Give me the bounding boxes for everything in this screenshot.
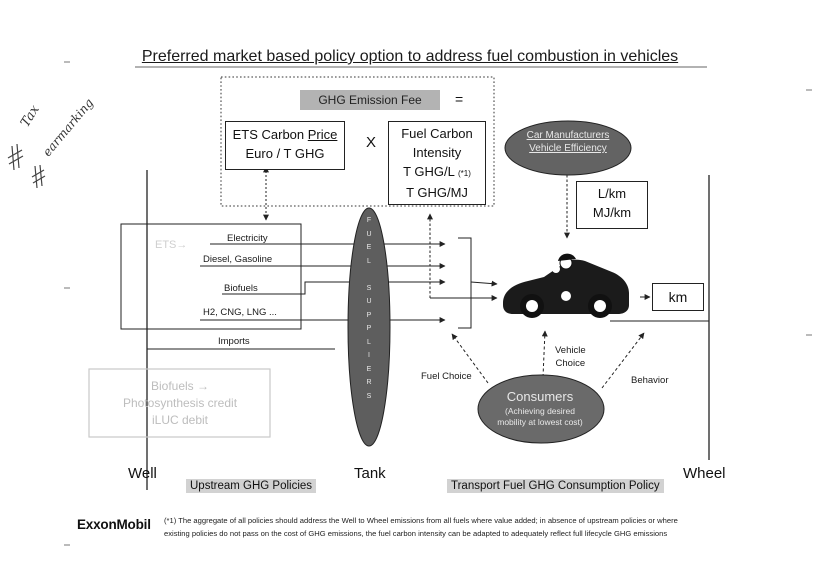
footnote-line1: (*1) The aggregate of all policies shoul… — [164, 516, 678, 525]
biofuels-credit-note: Biofuels → Photosynthesis credit iLUC de… — [92, 378, 268, 429]
car-manufacturers-ellipse — [504, 120, 632, 176]
ets-faint-label: ETS→ — [155, 239, 188, 251]
efficiency-unit-mjkm: MJ/km — [592, 205, 632, 220]
car-manufacturers-line2: Vehicle Efficiency — [529, 143, 607, 154]
consumers-ellipse — [477, 374, 605, 444]
km-box: km — [652, 283, 704, 311]
consumers-subtitle-line1: (Achieving desired — [505, 406, 575, 416]
fuel-choice-label: Fuel Choice — [421, 371, 472, 382]
tank-letter: R — [366, 379, 372, 386]
tank-letter: U — [366, 230, 372, 238]
exxonmobil-logo: ExxonMobil — [77, 517, 151, 532]
source-electricity: Electricity — [227, 233, 268, 244]
tank-letter: S — [366, 392, 372, 400]
fci-footnote-ref: (*1) — [458, 169, 471, 178]
well-label: Well — [128, 465, 157, 482]
car-manufacturers-label: Car Manufacturers Vehicle Efficiency — [506, 129, 630, 155]
consumers-subtitle: (Achieving desired mobility at lowest co… — [482, 406, 598, 428]
faded-line1: Biofuels → — [150, 379, 210, 393]
ets-line1-underlined: Price — [307, 127, 338, 142]
tank-letter: S — [366, 284, 372, 292]
source-biofuels: Biofuels — [224, 283, 258, 294]
car-icon — [503, 253, 629, 318]
vehicle-choice-line1: Vehicle — [555, 345, 586, 356]
source-imports: Imports — [218, 336, 250, 347]
fuel-suppliers-label: F U E L S U P P L I E R S — [362, 214, 376, 403]
tank-letter: I — [368, 352, 370, 359]
upstream-policies-label: Upstream GHG Policies — [186, 479, 317, 493]
faded-line2: Photosynthesis credit — [122, 396, 238, 410]
footnote: (*1) The aggregate of all policies shoul… — [164, 514, 804, 540]
consumers-title: Consumers — [506, 389, 574, 404]
tank-letter: P — [366, 325, 372, 332]
tank-letter — [362, 268, 376, 282]
fci-line4: T GHG/MJ — [406, 185, 468, 200]
source-h2-cng-lng: H2, CNG, LNG ... — [203, 307, 277, 318]
wheel-label: Wheel — [683, 465, 726, 482]
fci-line1: Fuel Carbon — [401, 126, 473, 141]
tank-letter: L — [367, 338, 371, 346]
tank-letter: U — [366, 298, 372, 305]
handwritten-marks — [7, 143, 46, 189]
tank-letter: F — [366, 217, 372, 224]
ets-line2: Euro / T GHG — [245, 146, 325, 161]
vehicle-choice-line2: Choice — [555, 358, 586, 369]
source-box — [120, 223, 302, 330]
tank-letter: E — [366, 365, 372, 373]
ghg-emission-fee-label: GHG Emission Fee — [300, 90, 440, 110]
ets-carbon-price-box: ETS Carbon Price Euro / T GHG — [225, 121, 345, 170]
faded-line3: iLUC debit — [151, 413, 209, 427]
equals-sign: = — [455, 91, 464, 107]
behavior-label: Behavior — [631, 375, 669, 386]
efficiency-unit-lkm: L/km — [597, 186, 627, 201]
tank-letter: L — [367, 257, 371, 265]
consumers-subtitle-line2: mobility at lowest cost) — [497, 417, 583, 427]
tank-letter: P — [366, 311, 372, 319]
fuel-carbon-intensity-box: Fuel Carbon Intensity T GHG/L (*1) T GHG… — [388, 121, 486, 205]
transport-policy-label: Transport Fuel GHG Consumption Policy — [447, 479, 664, 493]
source-diesel-gasoline: Diesel, Gasoline — [203, 254, 273, 265]
multiply-sign: X — [366, 134, 377, 151]
tank-letter: E — [366, 244, 372, 251]
efficiency-units-box: L/km MJ/km — [576, 181, 648, 229]
fci-line2: Intensity — [412, 145, 462, 160]
fuel-suppliers-ellipse — [347, 207, 391, 447]
footnote-line2: existing policies do not pass on the cos… — [164, 529, 668, 538]
page-title: Preferred market based policy option to … — [141, 48, 679, 65]
faded-box — [88, 368, 271, 438]
fci-line3: T GHG/L — [403, 164, 455, 179]
vehicle-choice-label: Vehicle Choice — [555, 344, 586, 370]
ets-line1-prefix: ETS Carbon — [232, 127, 308, 142]
car-manufacturers-line1: Car Manufacturers — [526, 130, 610, 141]
tank-label: Tank — [354, 465, 386, 482]
